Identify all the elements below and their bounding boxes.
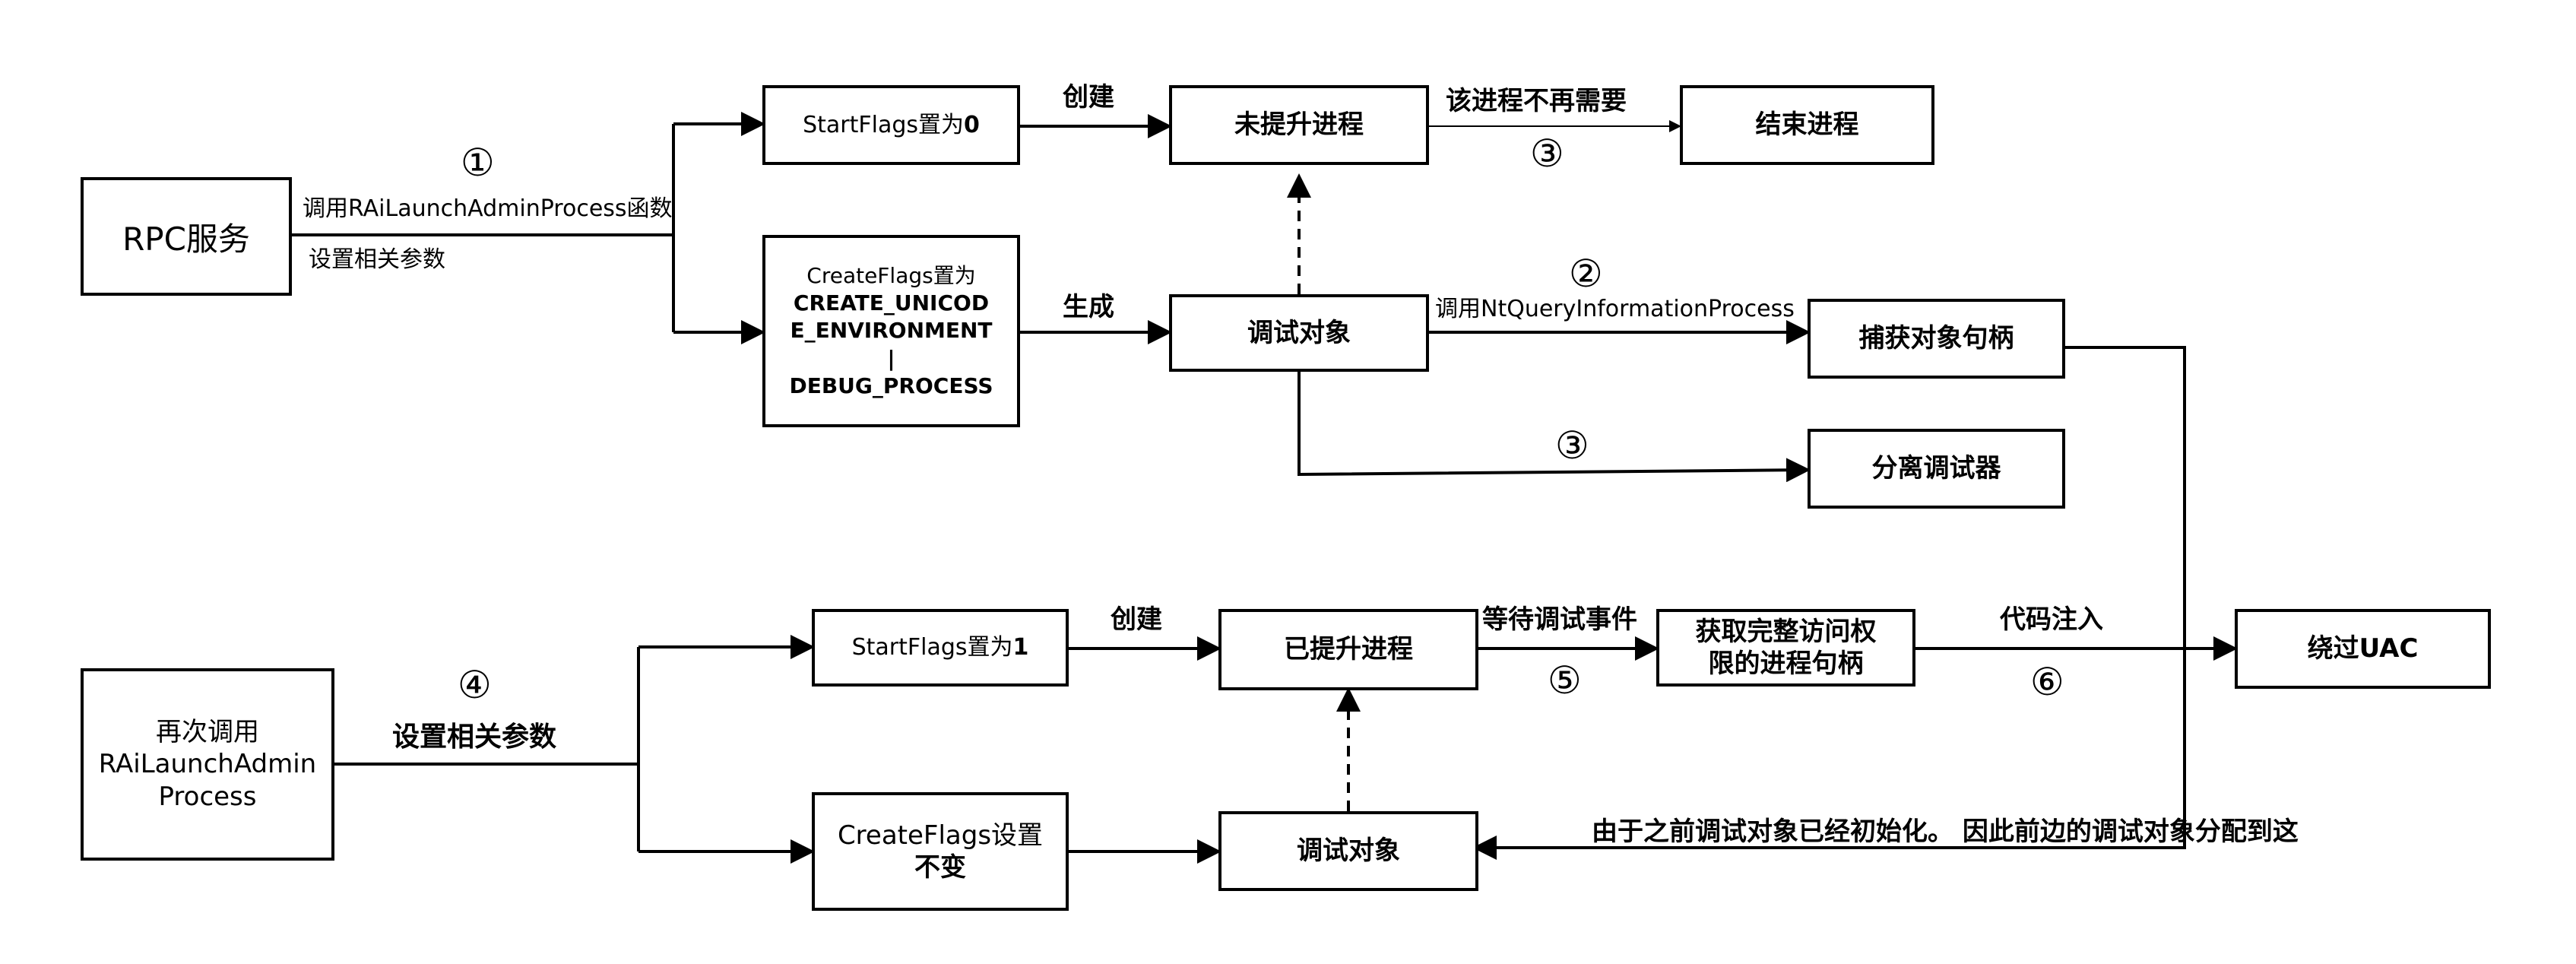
node-debug-object-1-text: 调试对象 xyxy=(1247,317,1351,348)
node-startflags-1: StartFlags置为1 xyxy=(812,609,1069,687)
node-rpc-service-text: RPC服务 xyxy=(122,220,250,258)
label-call-ntquery: 调用NtQueryInformationProcess xyxy=(1435,296,1795,322)
createflags-debug-line2: CREATE_UNICOD E_ENVIRONMENT | DEBUG_PROC… xyxy=(789,290,993,399)
node-createflags-debug: CreateFlags置为 CREATE_UNICOD E_ENVIRONMEN… xyxy=(762,235,1020,427)
node-startflags-0-text: StartFlags置为0 xyxy=(803,111,980,140)
label-wait-debug-event: 等待调试事件 xyxy=(1482,604,1637,635)
label-code-injection: 代码注入 xyxy=(2000,604,2103,635)
node-bypass-uac: 绕过UAC xyxy=(2235,609,2491,689)
step-6-marker: ⑥ xyxy=(2030,660,2064,704)
startflags-1-prefix: StartFlags置为 xyxy=(851,634,1013,661)
label-create-top: 创建 xyxy=(1063,82,1114,113)
node-debug-object-1: 调试对象 xyxy=(1169,294,1429,372)
node-startflags-0: StartFlags置为0 xyxy=(762,85,1020,165)
node-recall-launch-admin-text: 再次调用 RAiLaunchAdmin Process xyxy=(98,716,317,812)
label-set-params: 设置相关参数 xyxy=(309,246,445,273)
step-1-marker: ① xyxy=(461,141,495,185)
step-5-marker: ⑤ xyxy=(1548,658,1582,702)
node-capture-handle-text: 捕获对象句柄 xyxy=(1858,323,2014,354)
startflags-0-value: 0 xyxy=(964,111,980,138)
label-not-needed: 该进程不再需要 xyxy=(1446,86,1627,116)
node-createflags-unchanged: CreateFlags设置 不变 xyxy=(812,792,1069,911)
node-unelevated-process: 未提升进程 xyxy=(1169,85,1429,165)
label-generate: 生成 xyxy=(1063,292,1114,322)
createflags-unchanged-line2: 不变 xyxy=(914,852,966,883)
step-3-marker-detach: ③ xyxy=(1555,423,1589,468)
label-create-bottom: 创建 xyxy=(1111,604,1162,635)
label-set-params-2: 设置相关参数 xyxy=(392,721,557,753)
createflags-unchanged-line1: CreateFlags设置 xyxy=(837,820,1044,851)
step-2-marker: ② xyxy=(1569,252,1603,296)
node-detach-debugger-text: 分离调试器 xyxy=(1871,453,2001,484)
node-end-process: 结束进程 xyxy=(1680,85,1934,165)
node-elevated-process: 已提升进程 xyxy=(1218,609,1478,690)
label-call-function: 调用RAiLaunchAdminProcess函数 xyxy=(303,195,673,222)
node-debug-object-2-text: 调试对象 xyxy=(1297,836,1400,867)
node-startflags-1-text: StartFlags置为1 xyxy=(852,633,1029,662)
startflags-1-value: 1 xyxy=(1012,634,1029,661)
step-3-marker-top: ③ xyxy=(1530,132,1564,176)
node-capture-handle: 捕获对象句柄 xyxy=(1808,299,2065,379)
node-unelevated-process-text: 未提升进程 xyxy=(1234,109,1364,141)
label-reuse-debug-object-note: 由于之前调试对象已经初始化。 因此前边的调试对象分配到这 xyxy=(1592,817,2299,847)
node-detach-debugger: 分离调试器 xyxy=(1808,429,2065,509)
node-rpc-service: RPC服务 xyxy=(81,177,292,296)
edge-debugobj-detach xyxy=(1298,372,1811,483)
node-full-access-handle-text: 获取完整访问权 限的进程句柄 xyxy=(1695,616,1877,680)
node-full-access-handle: 获取完整访问权 限的进程句柄 xyxy=(1656,609,1915,687)
createflags-debug-line1: CreateFlags置为 xyxy=(806,262,976,288)
node-recall-launch-admin: 再次调用 RAiLaunchAdmin Process xyxy=(81,668,334,861)
startflags-0-prefix: StartFlags置为 xyxy=(803,111,965,138)
node-debug-object-2: 调试对象 xyxy=(1218,811,1478,891)
step-4-marker: ④ xyxy=(458,663,492,707)
node-elevated-process-text: 已提升进程 xyxy=(1284,634,1413,665)
edge-capture-loop xyxy=(1472,346,2186,860)
node-bypass-uac-text: 绕过UAC xyxy=(2307,633,2419,664)
node-end-process-text: 结束进程 xyxy=(1755,109,1859,141)
